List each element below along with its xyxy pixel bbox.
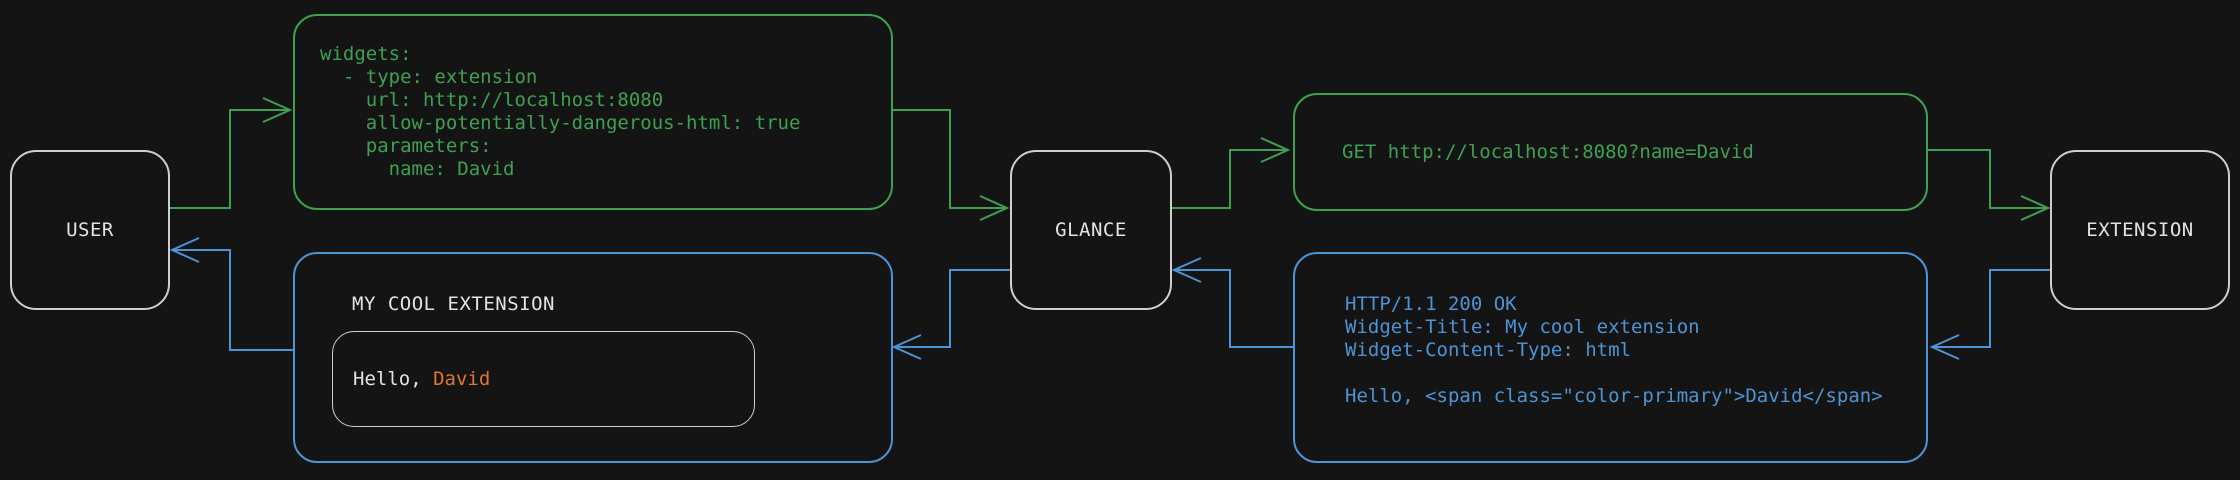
edge-response-to-glance (1171, 257, 1293, 348)
response-line (1345, 362, 1926, 385)
response-line: Widget-Content-Type: html (1345, 339, 1631, 361)
node-extension-label: EXTENSION (2086, 219, 2194, 241)
widget-preview-title: MY COOL EXTENSION (352, 293, 555, 315)
response-line: HTTP/1.1 200 OK (1345, 293, 1517, 315)
http-response-box: HTTP/1.1 200 OK Widget-Title: My cool ex… (1293, 252, 1928, 463)
edge-config-to-glance (893, 109, 1010, 221)
edge-request-to-extension (1928, 149, 2051, 221)
edge-extension-to-response (1929, 269, 2050, 360)
config-line: - type: extension (320, 66, 538, 88)
node-glance-label: GLANCE (1055, 219, 1127, 241)
edge-glance-to-widget (891, 269, 1010, 360)
config-line: name: David (320, 158, 515, 180)
greeting-name: David (433, 368, 491, 390)
config-line: allow-potentially-dangerous-html: true (320, 112, 801, 134)
edge-glance-to-request (1172, 137, 1291, 209)
edge-widget-to-user (169, 237, 293, 351)
node-glance: GLANCE (1010, 150, 1172, 310)
response-line: Hello, <span class="color-primary">David… (1345, 385, 1883, 407)
http-request-box: GET http://localhost:8080?name=David (1293, 93, 1928, 211)
widget-preview-box: MY COOL EXTENSION Hello, David (293, 252, 893, 463)
node-extension: EXTENSION (2050, 150, 2230, 310)
greeting-prefix: Hello, (353, 368, 434, 390)
widget-config-box: widgets: - type: extension url: http://l… (293, 14, 893, 210)
config-line: parameters: (320, 135, 492, 157)
node-user-label: USER (66, 219, 114, 241)
edge-user-to-config (170, 97, 293, 209)
request-text: GET http://localhost:8080?name=David (1342, 140, 1754, 163)
widget-content-box: Hello, David (332, 331, 755, 427)
response-line: Widget-Title: My cool extension (1345, 316, 1700, 338)
node-user: USER (10, 150, 170, 310)
config-line: url: http://localhost:8080 (320, 89, 664, 111)
config-line: widgets: (320, 43, 412, 65)
